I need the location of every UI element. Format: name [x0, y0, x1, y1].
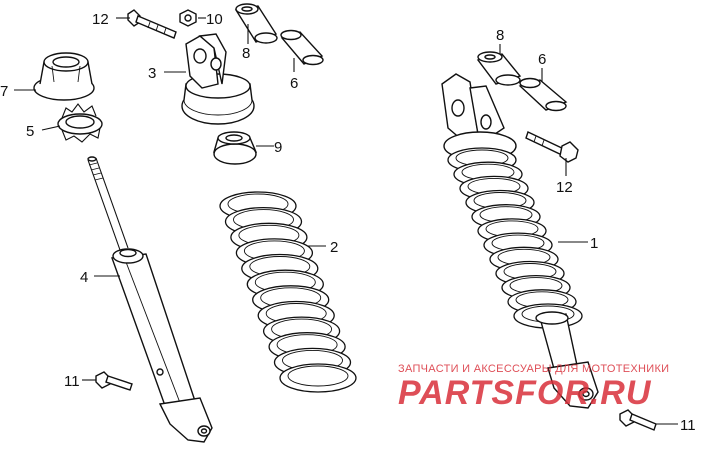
- callout-8-left: 8: [242, 45, 250, 62]
- callout-2: 2: [330, 239, 338, 256]
- bump-rubber: [213, 131, 258, 165]
- collar-right: [476, 51, 522, 86]
- upper-mount: [181, 33, 255, 125]
- watermark-brand: PARTSFOR.RU: [398, 374, 652, 412]
- callout-6-right: 6: [538, 51, 546, 68]
- callout-1: 1: [590, 235, 598, 252]
- callout-10: 10: [206, 11, 223, 28]
- spring-seat: [33, 52, 95, 101]
- bolt-bottom-right: [619, 409, 657, 431]
- shock-absorber-assembly: [441, 73, 599, 409]
- leader-lines: [14, 17, 678, 425]
- watermark-tagline: ЗАПЧАСТИ И АКСЕССУАРЫ ДЛЯ МОТОТЕХНИКИ: [398, 363, 669, 375]
- collar-top-center: [234, 3, 278, 44]
- stopper-ring: [57, 103, 103, 143]
- damper-unit: [87, 156, 213, 443]
- callout-11-left: 11: [64, 373, 80, 390]
- callout-3: 3: [148, 65, 156, 82]
- callout-9: 9: [274, 139, 282, 156]
- callout-8-right: 8: [496, 27, 504, 44]
- callout-7: 7: [0, 83, 8, 100]
- watermark: ЗАПЧАСТИ И АКСЕССУАРЫ ДЛЯ МОТОТЕХНИКИ PA…: [398, 363, 669, 412]
- coil-spring: [219, 191, 357, 393]
- nut: [179, 9, 197, 27]
- bolt-top-left: [127, 9, 177, 39]
- callout-11-right: 11: [680, 417, 696, 434]
- callout-4: 4: [80, 269, 88, 286]
- bolt-bottom-left: [95, 371, 133, 391]
- callout-labels: 12 10 3 8 6 7 5 9 2 4 11 1 8 6 12 11: [0, 11, 696, 434]
- callout-12-left: 12: [92, 11, 109, 28]
- bushing-right: [518, 77, 568, 112]
- bushing-top-center: [280, 29, 324, 66]
- callout-5: 5: [26, 123, 34, 140]
- callout-12-right: 12: [556, 179, 573, 196]
- callout-6-left: 6: [290, 75, 298, 92]
- bolt-right: [525, 131, 579, 163]
